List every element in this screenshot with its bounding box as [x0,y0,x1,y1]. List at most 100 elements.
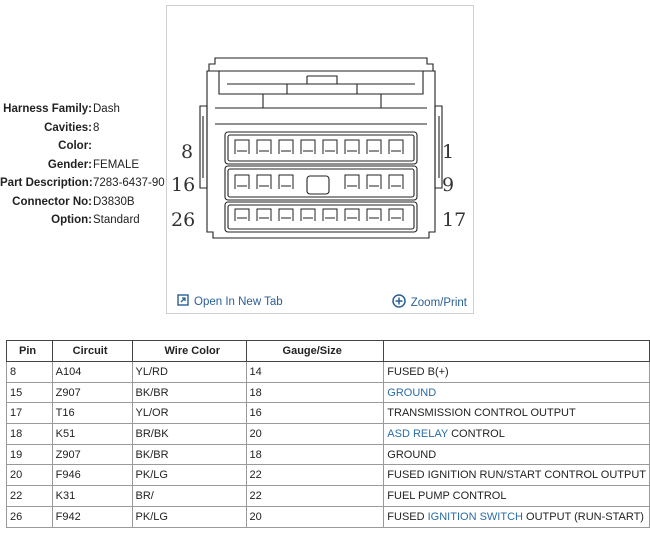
col-circuit: Circuit [51,340,133,362]
cell-function: FUSED B(+) [383,361,650,383]
cell-wire: BK/BR [131,443,247,466]
zoom-plus-icon [392,294,411,311]
pin-label-17: 17 [442,209,466,231]
cell-circuit: K51 [51,423,133,445]
function-link[interactable]: ASD RELAY [387,427,449,440]
cavity [366,139,382,154]
info-row: Color: [0,137,170,156]
cell-pin: 20 [6,464,53,487]
cell-pin: 22 [6,485,53,507]
info-label: Color: [58,140,92,153]
function-text: TRANSMISSION CONTROL OUTPUT [387,407,576,420]
cell-function: ASD RELAY CONTROL [383,423,650,445]
info-row: Gender:FEMALE [0,156,170,175]
cell-pin: 18 [6,423,53,445]
connector-diagram: 8 16 26 1 9 17 [171,57,466,239]
col-gauge-size: Gauge/Size [245,340,385,362]
cell-function: FUEL PUMP CONTROL [383,485,650,507]
cell-circuit: A104 [51,361,133,383]
cell-circuit: K31 [51,485,133,507]
cell-pin: 17 [6,402,53,425]
cavity [278,208,294,221]
function-text: FUSED IGNITION RUN/START CONTROL OUTPUT [387,469,646,482]
zoom-print-label: Zoom/Print [410,296,467,309]
cavity [278,139,294,154]
cavity [234,208,250,221]
cavity [256,174,272,189]
info-value: Dash [93,103,120,116]
cavity [344,208,360,221]
function-text: FUSED B(+) [387,365,449,378]
cavity [322,208,338,221]
open-in-new-tab-button[interactable]: Open In New Tab [177,294,283,309]
pin-label-1: 1 [442,141,454,163]
pin-label-26: 26 [171,209,195,231]
cell-function: GROUND [383,381,650,404]
info-row: Cavities:8 [0,119,170,138]
pin-label-9: 9 [442,174,454,196]
cavity [388,139,404,154]
cell-wire: YL/OR [131,402,247,425]
zoom-print-button[interactable]: Zoom/Print [392,294,467,311]
cell-circuit: F942 [51,505,133,528]
cell-gauge: 22 [245,464,385,487]
col-function [383,340,650,362]
cell-wire: YL/RD [131,361,247,383]
function-text: FUEL PUMP CONTROL [387,489,507,502]
cell-wire: BR/BK [131,423,247,445]
function-text: CONTROL [448,427,505,440]
info-label: Connector No: [12,195,92,208]
cell-circuit: Z907 [51,443,133,466]
info-row: Part Description:7283-6437-90 [0,174,170,193]
cell-function: FUSED IGNITION RUN/START CONTROL OUTPUT [383,464,650,487]
table-header-row: Pin Circuit Wire Color Gauge/Size [6,340,650,362]
cell-wire: PK/LG [131,505,247,528]
info-row: Option:Standard [0,211,170,230]
cavity [234,139,250,154]
cavity [300,208,316,221]
col-pin: Pin [6,340,53,362]
info-row: Connector No:D3830B [0,193,170,212]
cell-gauge: 22 [245,485,385,507]
viewer-toolbar: Open In New Tab Zoom/Print [167,291,473,313]
cell-gauge: 20 [245,505,385,528]
function-link[interactable]: IGNITION SWITCH [427,510,523,523]
cell-function: TRANSMISSION CONTROL OUTPUT [383,402,650,425]
function-text: OUTPUT (RUN-START) [522,510,644,523]
col-wire-color: Wire Color [131,340,247,362]
connector-viewer: 8 16 26 1 9 17 Open In New Tab Zoom/Prin… [166,5,474,314]
info-label: Harness Family: [3,103,92,116]
cell-gauge: 18 [245,381,385,404]
pin-label-16: 16 [171,174,195,196]
cavity [344,139,360,154]
info-value: D3830B [93,195,135,208]
open-in-new-tab-label: Open In New Tab [194,295,283,308]
cell-wire: PK/LG [131,464,247,487]
cell-wire: BK/BR [131,381,247,404]
info-value: 8 [93,121,100,134]
info-label: Gender: [47,158,92,171]
function-link[interactable]: GROUND [387,386,437,399]
cavity [366,208,382,221]
cavity [300,139,316,154]
info-value: Standard [93,214,140,227]
cell-circuit: Z907 [51,381,133,404]
cavity [322,139,338,154]
cell-gauge: 14 [245,361,385,383]
cell-pin: 19 [6,443,53,466]
info-label: Part Description: [0,177,93,190]
info-value: FEMALE [93,158,140,171]
cell-wire: BR/ [131,485,247,507]
cavity [388,208,404,221]
cell-pin: 8 [6,361,53,383]
cavity [366,174,382,189]
cavity [278,174,294,189]
cell-pin: 26 [6,505,53,528]
cell-gauge: 20 [245,423,385,445]
cell-circuit: T16 [51,402,133,425]
cell-function: FUSED IGNITION SWITCH OUTPUT (RUN-START) [383,505,650,528]
